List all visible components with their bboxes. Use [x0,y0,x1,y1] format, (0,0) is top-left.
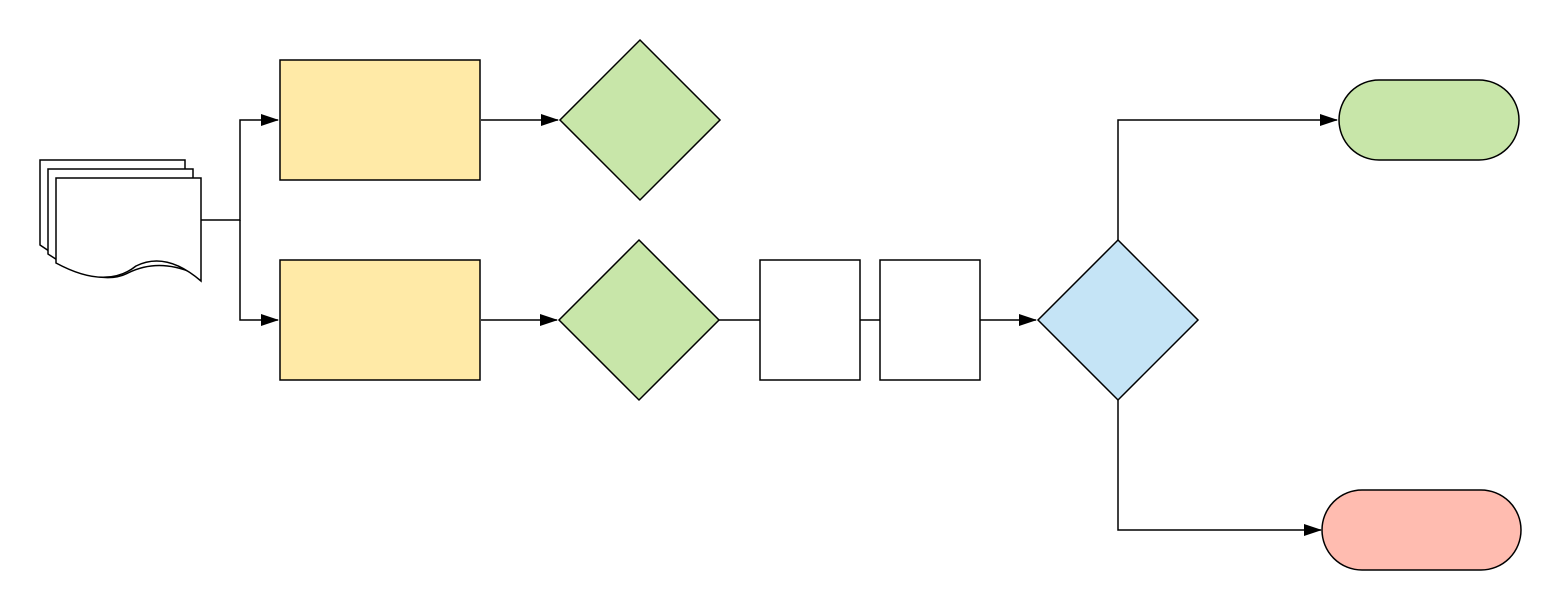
process-top-node[interactable] [279,59,481,181]
step-two-node[interactable] [879,259,981,381]
edge-document-to-process-top [201,114,279,221]
edge-decision-final-to-failure [1117,400,1322,536]
terminal-success-node[interactable] [1338,79,1520,161]
decision-final-node[interactable] [1036,238,1200,402]
terminal-failure-node[interactable] [1321,489,1522,571]
edge-document-to-process-bottom [239,220,279,326]
edge-decision-final-to-success [1117,114,1338,240]
document-sheet-front [55,177,202,283]
edges [201,114,1338,536]
decision-middle-node[interactable] [557,238,721,402]
step-one-node[interactable] [759,259,861,381]
decision-top-node[interactable] [558,38,722,202]
process-bottom-node[interactable] [279,259,481,381]
multi-document-node[interactable] [39,159,202,283]
